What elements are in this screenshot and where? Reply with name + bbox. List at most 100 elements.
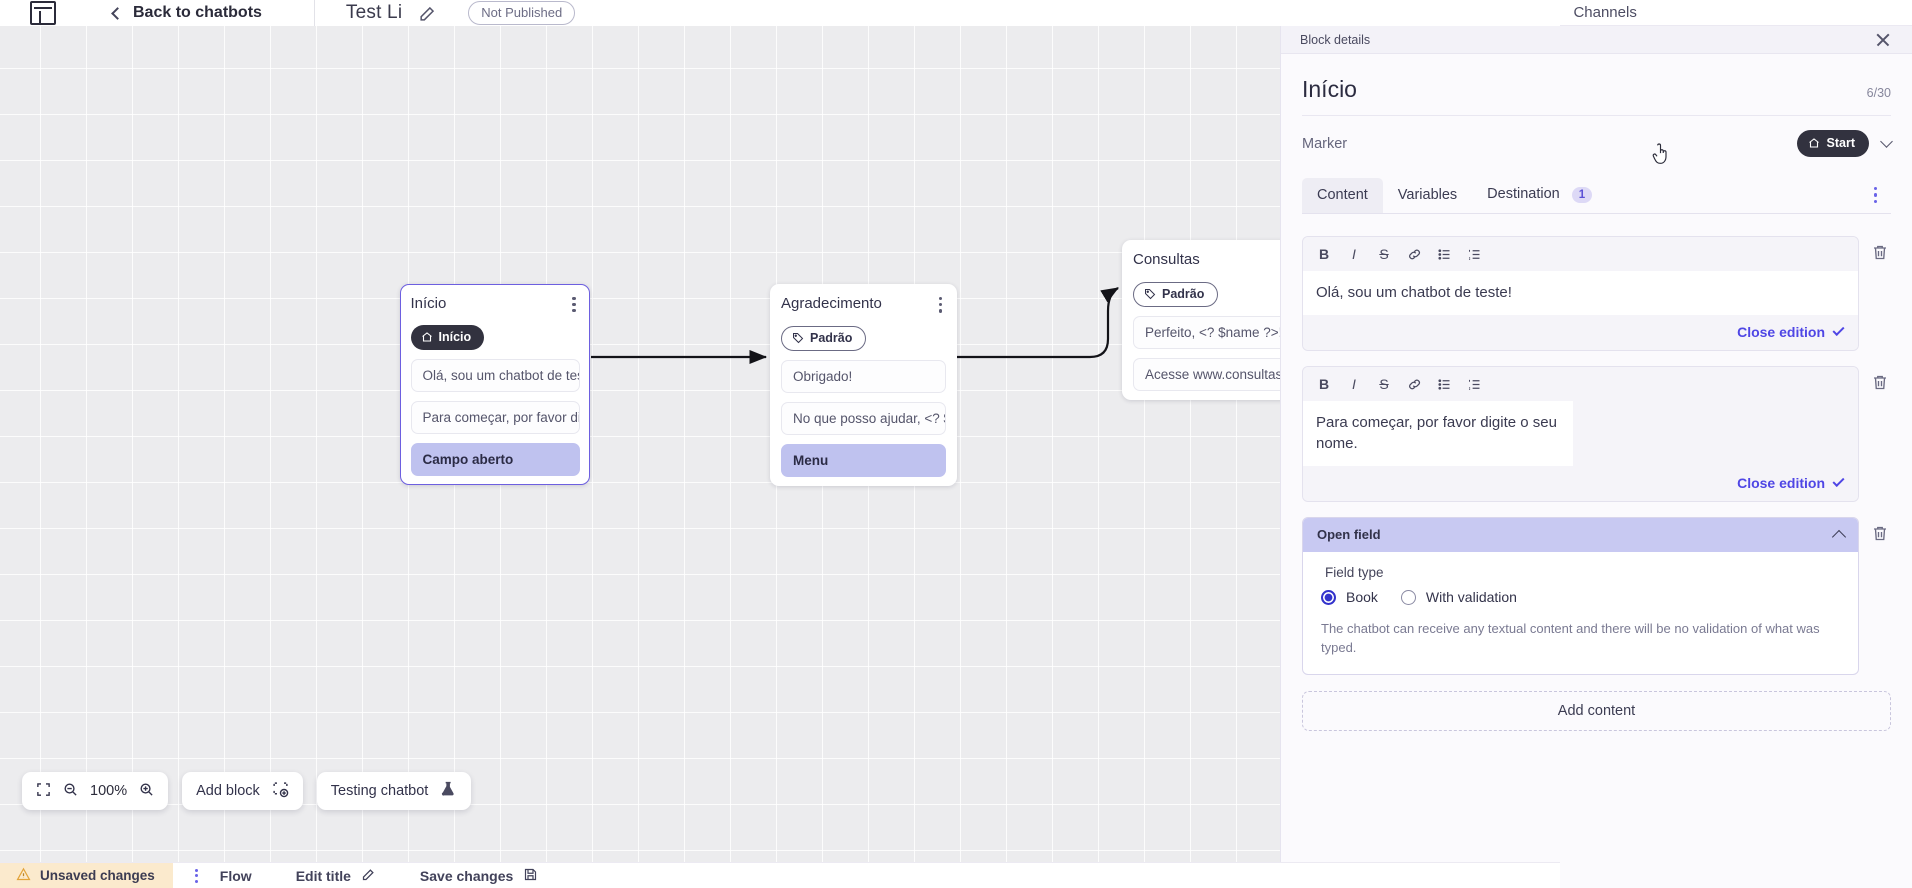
zoom-out-icon[interactable] xyxy=(63,782,78,801)
node-badge-label: Padrão xyxy=(1162,286,1205,301)
destination-count-badge: 1 xyxy=(1571,187,1593,203)
character-count: 6/30 xyxy=(1866,86,1891,100)
link-icon[interactable] xyxy=(1401,242,1427,266)
radio-option-book[interactable]: Book xyxy=(1321,589,1378,605)
status-menu-kebab-icon[interactable] xyxy=(194,868,198,883)
numbered-list-icon[interactable] xyxy=(1461,242,1487,266)
bullet-list-icon[interactable] xyxy=(1431,372,1457,396)
node-message-row[interactable]: Perfeito, <? $name ?>! xyxy=(1133,315,1298,349)
node-title: Consultas xyxy=(1133,251,1200,268)
node-header: Consultas xyxy=(1133,251,1298,271)
close-icon[interactable] xyxy=(1875,32,1891,48)
marker-label: Marker xyxy=(1302,135,1348,152)
open-field-card: Open field Field type Book Wi xyxy=(1302,517,1859,675)
edit-title-button[interactable]: Edit title xyxy=(296,867,376,885)
tag-icon xyxy=(1145,288,1156,299)
open-field-header[interactable]: Open field xyxy=(1303,518,1858,552)
bullet-list-icon[interactable] xyxy=(1431,242,1457,266)
save-disk-icon xyxy=(523,867,538,885)
close-edition-button[interactable]: Close edition xyxy=(1737,475,1825,491)
node-message-row[interactable]: Para começar, por favor digite o ... xyxy=(410,401,580,435)
open-field-body: Field type Book With validation The xyxy=(1303,552,1858,674)
chevron-down-icon[interactable] xyxy=(1880,135,1893,148)
app-logo-icon[interactable] xyxy=(28,0,58,26)
tab-content-label: Content xyxy=(1317,186,1368,203)
tab-content[interactable]: Content xyxy=(1302,177,1383,213)
delete-content-icon[interactable] xyxy=(1871,373,1891,397)
node-badge-label: Padrão xyxy=(810,330,853,345)
flow-node-consultas[interactable]: Consultas Padrão Perfeito, <? $name ?>! … xyxy=(1122,240,1309,400)
strikethrough-icon[interactable]: S xyxy=(1379,376,1389,392)
chevron-left-icon xyxy=(111,6,124,20)
block-details-panel: General information Builder Channels Blo… xyxy=(1280,0,1912,888)
chevron-up-icon[interactable] xyxy=(1831,529,1847,544)
flow-node-agradecimento[interactable]: Agradecimento Padrão Obrigado! No que po… xyxy=(770,284,957,486)
bold-icon[interactable]: B xyxy=(1318,376,1330,392)
node-message-row[interactable]: Acesse www.consultas.com par... xyxy=(1133,357,1298,391)
home-icon xyxy=(1808,138,1819,148)
node-message-row[interactable]: Olá, sou um chatbot de teste! xyxy=(410,359,580,393)
save-changes-button[interactable]: Save changes xyxy=(420,867,538,885)
unsaved-changes-badge: Unsaved changes xyxy=(0,862,173,888)
panel-subbar: Block details xyxy=(1281,26,1912,54)
editor-toolbar: B I S xyxy=(1303,237,1858,271)
delete-content-icon[interactable] xyxy=(1871,524,1891,548)
bold-icon[interactable]: B xyxy=(1318,246,1330,262)
strikethrough-icon[interactable]: S xyxy=(1379,246,1389,262)
back-to-chatbots-label: Back to chatbots xyxy=(133,4,262,21)
node-message-row-accent[interactable]: Menu xyxy=(781,443,946,477)
node-message-row-accent[interactable]: Campo aberto xyxy=(410,443,580,477)
rich-text-editor[interactable]: B I S xyxy=(1302,236,1859,351)
node-menu-kebab-icon[interactable] xyxy=(935,295,946,315)
content-block-text-2: B I S xyxy=(1302,366,1891,502)
marker-row: Marker Start xyxy=(1302,116,1893,163)
tab-channels[interactable]: Channels xyxy=(1573,4,1637,21)
node-badge-start: Início xyxy=(410,325,485,351)
back-to-chatbots-link[interactable]: Back to chatbots xyxy=(111,4,262,22)
flask-icon xyxy=(440,780,457,802)
delete-content-icon[interactable] xyxy=(1871,243,1891,267)
edit-title-label: Edit title xyxy=(295,867,351,884)
top-header: Back to chatbots Test Li Not Published xyxy=(0,0,1560,26)
zoom-in-icon[interactable] xyxy=(139,782,154,801)
close-edition-button[interactable]: Close edition xyxy=(1737,324,1825,340)
content-options-kebab-icon[interactable] xyxy=(1868,181,1883,209)
open-field-help-text: The chatbot can receive any textual cont… xyxy=(1321,621,1820,655)
flow-button[interactable]: Flow xyxy=(220,868,252,884)
add-block-button[interactable]: Add block xyxy=(182,772,303,810)
italic-icon[interactable]: I xyxy=(1352,246,1356,262)
node-message-row[interactable]: No que posso ajudar, <? $name ... xyxy=(781,401,946,435)
numbered-list-icon[interactable] xyxy=(1461,372,1487,396)
node-message-row[interactable]: Obrigado! xyxy=(781,359,946,393)
testing-chatbot-button[interactable]: Testing chatbot xyxy=(316,772,472,810)
link-icon[interactable] xyxy=(1401,372,1427,396)
radio-label-book: Book xyxy=(1346,589,1378,605)
save-changes-label: Save changes xyxy=(419,867,514,884)
tab-destination[interactable]: Destination 1 xyxy=(1472,177,1607,213)
zoom-level-label: 100% xyxy=(90,783,128,799)
zoom-controls: 100% xyxy=(22,772,169,810)
edit-title-pencil-icon[interactable] xyxy=(418,4,437,23)
node-title: Agradecimento xyxy=(781,295,882,312)
node-header: Agradecimento xyxy=(781,295,946,315)
node-header: Início xyxy=(411,295,580,315)
node-badge-default: Padrão xyxy=(1133,281,1219,307)
node-menu-kebab-icon[interactable] xyxy=(568,295,579,315)
tag-icon xyxy=(793,332,804,343)
node-badge-default: Padrão xyxy=(781,325,867,351)
editor-text[interactable]: Para começar, por favor digite o seu nom… xyxy=(1303,401,1573,466)
bot-title: Test Li xyxy=(345,2,403,23)
tab-variables[interactable]: Variables xyxy=(1383,178,1472,213)
italic-icon[interactable]: I xyxy=(1352,376,1356,392)
publish-status-badge: Not Published xyxy=(468,1,576,25)
rich-text-editor[interactable]: B I S xyxy=(1302,366,1859,502)
content-area: B I S xyxy=(1302,214,1891,731)
flow-node-inicio[interactable]: Início Início Olá, sou um chatbot de tes… xyxy=(400,284,590,485)
radio-option-with-validation[interactable]: With validation xyxy=(1400,589,1517,605)
marker-select[interactable]: Start xyxy=(1796,130,1893,157)
editor-text[interactable]: Olá, sou um chatbot de teste! xyxy=(1303,271,1858,315)
add-content-button[interactable]: Add content xyxy=(1302,691,1891,731)
fit-screen-icon[interactable] xyxy=(36,782,51,801)
warning-triangle-icon xyxy=(16,867,31,885)
content-block-text-1: B I S xyxy=(1302,236,1891,351)
